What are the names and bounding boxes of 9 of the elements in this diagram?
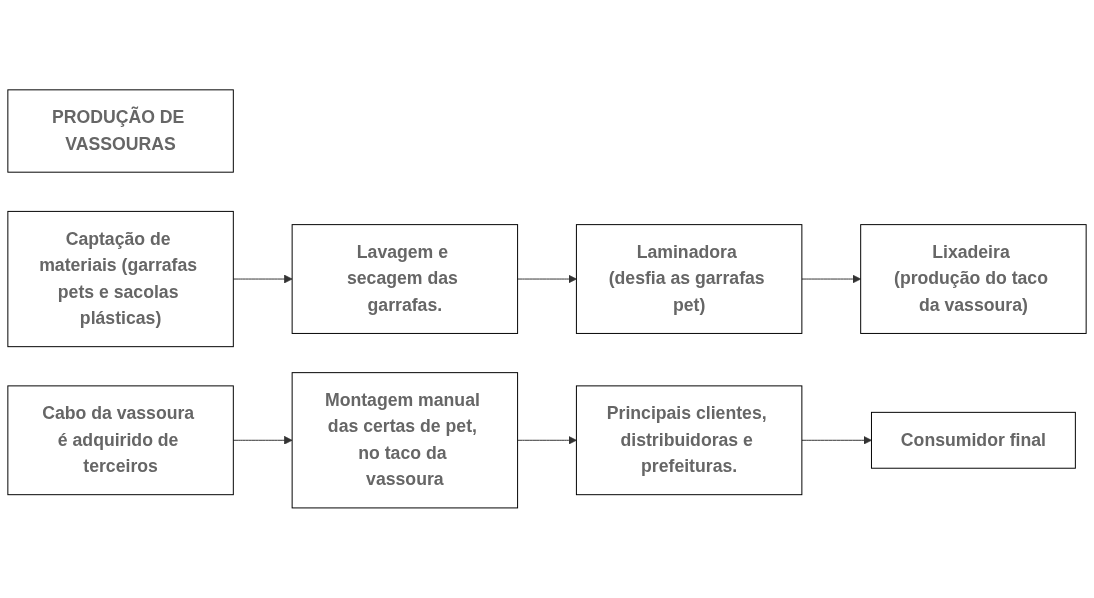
node-box: Consumidor final	[871, 411, 1076, 469]
node-box: Principais clientes, distribuidoras e prefeituras.	[575, 385, 803, 496]
node-box: Lixadeira (produção do taco da vassoura)	[860, 224, 1087, 335]
node-box: PRODUÇÃO DE VASSOURAS	[7, 89, 234, 173]
node-box: Cabo da vassoura é adquirido de terceiros	[7, 385, 234, 496]
node-box: Lavagem e secagem das garrafas.	[291, 224, 519, 335]
node-box: Laminadora (desfia as garrafas pet)	[575, 224, 803, 335]
node-box: Captação de materiais (garrafas pets e sacolas plásticas)	[7, 211, 234, 348]
node-box: Montagem manual das certas de pet, no taco da vassoura	[291, 372, 519, 509]
